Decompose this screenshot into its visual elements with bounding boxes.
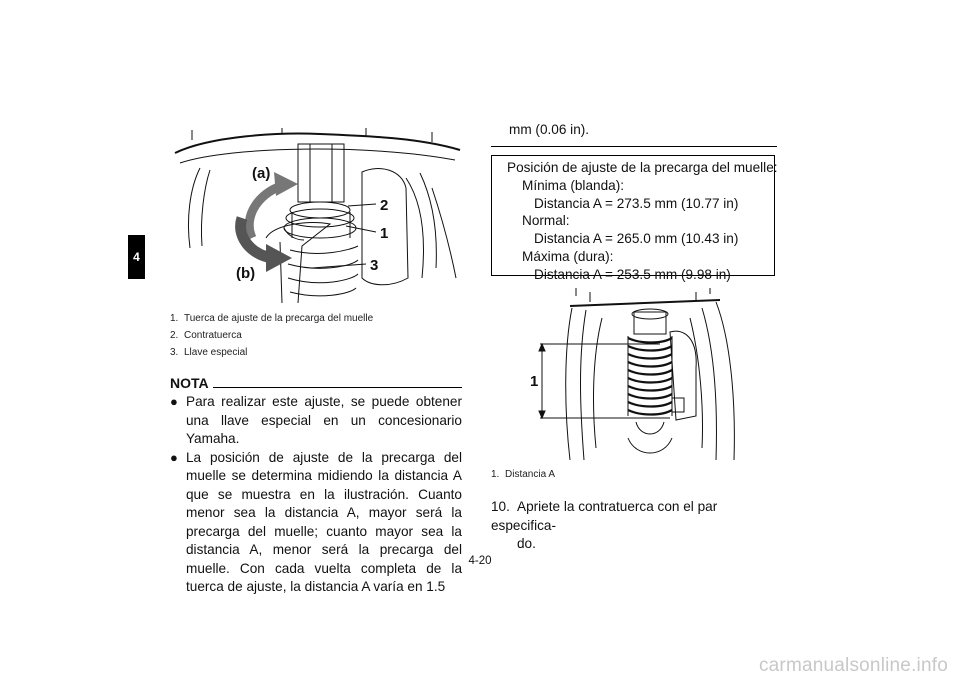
spec-max-value: Distancia A = 253.5 mm (9.98 in): [534, 266, 731, 282]
figure1-label-a: (a): [252, 165, 270, 182]
nota-block: NOTA ● Para realizar este ajuste, se pue…: [170, 375, 462, 597]
figure1-callout-3: 3: [370, 257, 378, 274]
nota-end-rule: [491, 146, 777, 147]
figure1-caption: 3.Llave especial: [170, 346, 248, 358]
figure2-caption: 1.Distancia A: [491, 469, 556, 480]
figure1-captions: 1.Tuerca de ajuste de la precarga del mu…: [170, 311, 373, 361]
step-10: 10.Apriete la contratuerca con el par es…: [491, 499, 718, 551]
figure-preload-adjustment: (a) (b) 2 1 3: [174, 128, 461, 303]
watermark: carmanualsonline.info: [758, 655, 948, 676]
spec-normal-value: Distancia A = 265.0 mm (10.43 in): [534, 231, 739, 247]
spec-normal-label: Normal:: [522, 213, 570, 229]
figure1-caption: 1.Tuerca de ajuste de la precarga del mu…: [170, 313, 374, 324]
spec-min-value: Distancia A = 273.5 mm (10.77 in): [534, 195, 739, 211]
spec-box: Posición de ajuste de la precarga del mu…: [491, 155, 778, 282]
spec-heading: Posición de ajuste de la precarga del mu…: [507, 160, 778, 175]
figure-distance-a: 1: [530, 288, 735, 460]
spec-max-label: Máxima (dura):: [522, 248, 614, 264]
figure1-label-b: (b): [236, 265, 255, 282]
figure1-caption: 2.Contratuerca: [170, 329, 242, 341]
nota-bullet: ● Para realizar este ajuste, se puede ob…: [170, 393, 462, 449]
section-tab: 4: [128, 235, 145, 279]
page-number: 4-20: [468, 555, 492, 567]
bullet-icon: ●: [170, 394, 178, 409]
figure1-callout-1: 1: [380, 225, 388, 242]
spec-min-label: Mínima (blanda):: [522, 177, 624, 193]
nota-continuation: mm (0.06 in).: [509, 122, 590, 137]
nota-heading: NOTA: [170, 375, 462, 391]
nota-bullet: ● La posición de ajuste de la precarga d…: [170, 449, 462, 597]
figure2-callout-1: 1: [530, 373, 538, 390]
figure1-callout-2: 2: [380, 197, 388, 214]
bullet-icon: ●: [170, 449, 178, 465]
